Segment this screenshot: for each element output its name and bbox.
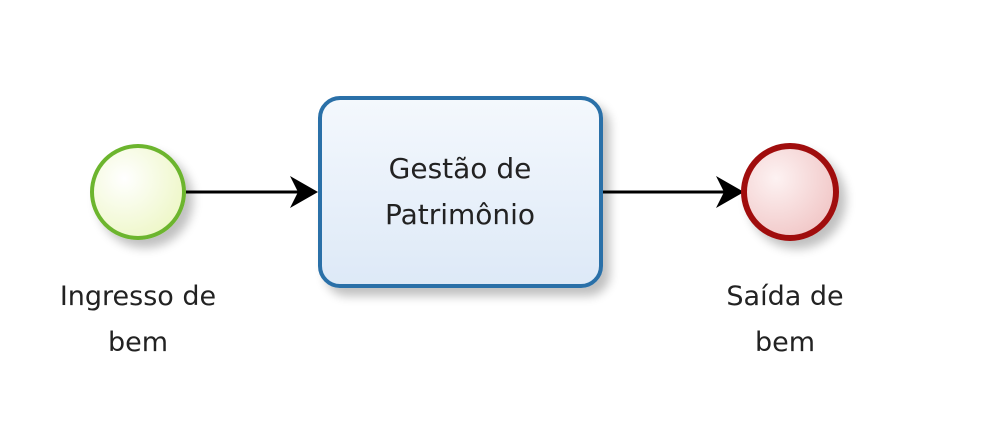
sequence-flow-task-to-end[interactable] [602, 176, 744, 208]
arrowhead-icon [290, 176, 318, 208]
task-label: Gestão de Patrimônio [384, 152, 536, 231]
end-event-label: Saída de bem [726, 281, 844, 358]
sequence-flow-start-to-task[interactable] [186, 176, 318, 208]
start-event-label: Ingresso de bem [59, 281, 217, 358]
task-gestao-de-patrimonio[interactable] [318, 96, 603, 288]
arrowhead-icon [716, 176, 744, 208]
end-event[interactable] [741, 143, 839, 241]
start-event[interactable] [90, 144, 186, 240]
